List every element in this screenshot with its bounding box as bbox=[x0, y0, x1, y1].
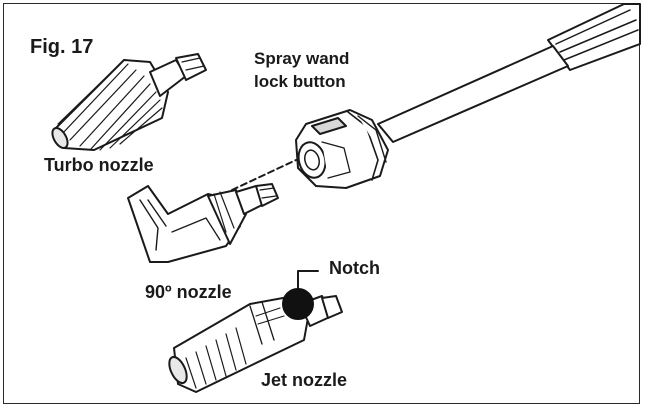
notch-marker bbox=[282, 270, 319, 320]
connector-dashes bbox=[231, 159, 297, 191]
turbo-nozzle-icon bbox=[51, 53, 207, 151]
angle-nozzle-icon bbox=[127, 183, 279, 263]
spray-wand-label-line1: Spray wand bbox=[254, 49, 350, 68]
spray-wand-icon bbox=[295, 3, 641, 189]
figure-label: Fig. 17 bbox=[30, 36, 94, 58]
jet-nozzle-icon bbox=[168, 295, 343, 393]
jet-nozzle-label: Jet nozzle bbox=[261, 370, 348, 390]
spray-wand-lock-button-label: Spray wand lock button bbox=[254, 47, 349, 93]
ninety-degree-nozzle-label: 90º nozzle bbox=[145, 282, 232, 302]
spray-wand-label-line2: lock button bbox=[254, 72, 346, 91]
turbo-nozzle-label: Turbo nozzle bbox=[44, 155, 154, 175]
notch-label: Notch bbox=[329, 258, 380, 278]
